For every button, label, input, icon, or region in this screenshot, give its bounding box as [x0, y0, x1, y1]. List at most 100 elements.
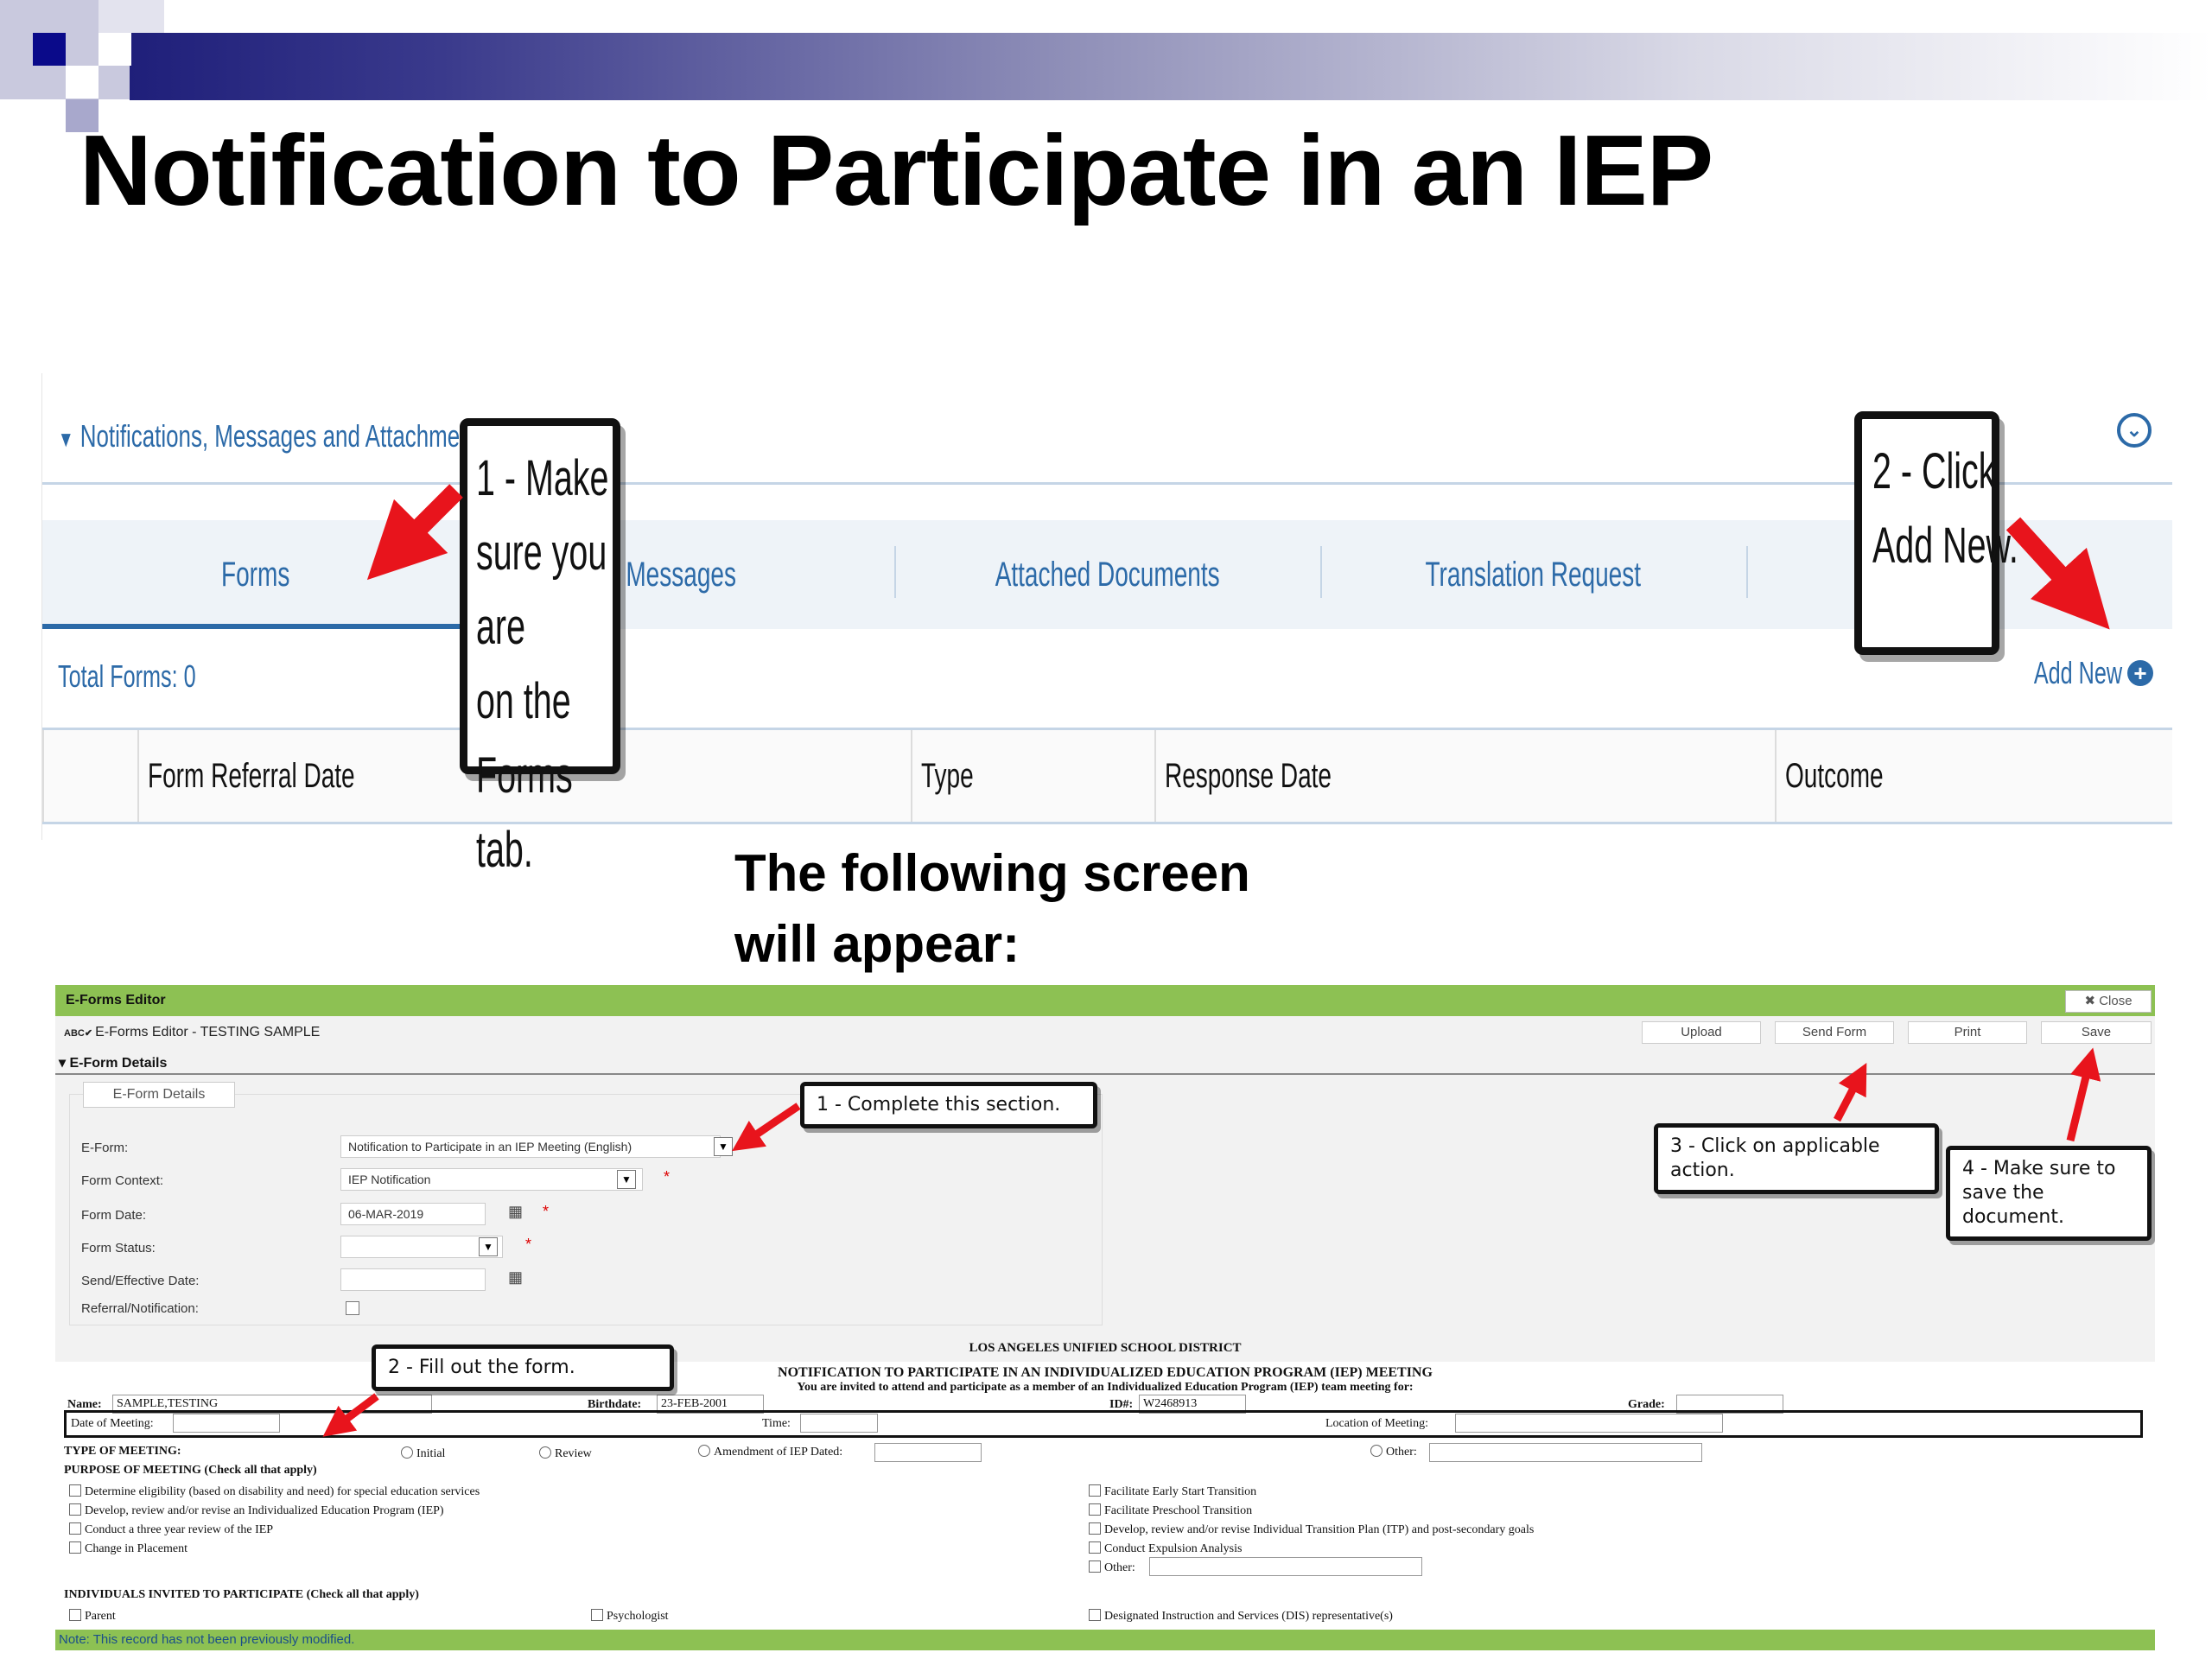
grade-field[interactable]	[1676, 1395, 1783, 1414]
location-field[interactable]	[1455, 1414, 1723, 1433]
decor-square	[33, 33, 66, 66]
invited-checkbox[interactable]: Parent	[69, 1609, 116, 1624]
document-title: NOTIFICATION TO PARTICIPATE IN AN INDIVI…	[778, 1365, 1433, 1380]
invited-checkbox[interactable]: Designated Instruction and Services (DIS…	[1089, 1609, 1393, 1624]
review-radio[interactable]: Review	[539, 1446, 592, 1461]
tab-eform-details[interactable]: E-Form Details	[83, 1082, 235, 1108]
purpose-checkbox[interactable]: Other:	[1089, 1560, 1135, 1575]
document-subtitle: You are invited to attend and participat…	[797, 1381, 1414, 1394]
date-of-meeting-field[interactable]	[173, 1414, 280, 1433]
purpose-label: PURPOSE OF MEETING (Check all that apply…	[64, 1464, 317, 1477]
purpose-checkbox[interactable]: Conduct a three year review of the IEP	[69, 1522, 273, 1537]
chevron-down-icon[interactable]: ⌄	[2117, 413, 2152, 448]
tab-translation-request[interactable]: Translation Request	[1320, 520, 1746, 629]
slide-title: Notification to Participate in an IEP	[79, 114, 1713, 226]
tab-bar: Forms Messages Attached Documents Transl…	[42, 520, 2172, 629]
add-new-button[interactable]: Add New +	[1996, 655, 2153, 691]
forms-panel-screenshot: ▼Notifications, Messages and Attachments…	[41, 373, 2172, 840]
time-label: Time:	[762, 1417, 791, 1430]
other-field[interactable]	[1429, 1443, 1702, 1462]
required-icon: *	[525, 1236, 532, 1253]
form-date-label: Form Date:	[81, 1208, 147, 1223]
column-header-response-date[interactable]: Response Date	[1154, 730, 1775, 822]
column-header-outcome[interactable]: Outcome	[1775, 730, 2173, 822]
purpose-other-field[interactable]	[1149, 1557, 1422, 1576]
send-date-label: Send/Effective Date:	[81, 1274, 200, 1288]
referral-label: Referral/Notification:	[81, 1301, 199, 1316]
form-status-label: Form Status:	[81, 1241, 156, 1255]
eform-details-panel	[69, 1094, 1103, 1325]
chevron-down-icon[interactable]: ▼	[479, 1237, 498, 1256]
purpose-checkbox[interactable]: Change in Placement	[69, 1541, 188, 1556]
decor-square	[66, 66, 99, 99]
column-header-form-referral-date[interactable]: Form Referral Date	[137, 730, 911, 822]
column-header-type[interactable]: Type	[911, 730, 1154, 822]
calendar-icon[interactable]: ▦	[508, 1203, 524, 1220]
spellcheck-icon: ABC✔	[64, 1028, 96, 1039]
decor-gradient-bar	[130, 33, 2212, 100]
column-header-select	[42, 730, 137, 822]
forms-table-header: Form Referral Date Type Response Date Ou…	[42, 728, 2172, 824]
add-new-label: Add New	[2033, 655, 2122, 690]
invited-checkbox[interactable]: Psychologist	[591, 1609, 669, 1624]
decor-square	[99, 0, 164, 33]
send-form-button[interactable]: Send Form	[1775, 1021, 1894, 1044]
purpose-checkbox[interactable]: Facilitate Early Start Transition	[1089, 1484, 1256, 1499]
plus-circle-icon: +	[2127, 660, 2153, 686]
section-header[interactable]: ▼Notifications, Messages and Attachments	[58, 418, 490, 454]
calendar-icon[interactable]: ▦	[508, 1268, 524, 1286]
tab-attached-documents[interactable]: Attached Documents	[894, 520, 1320, 629]
required-icon: *	[543, 1203, 550, 1220]
purpose-checkbox[interactable]: Develop, review and/or revise Individual…	[1089, 1522, 1534, 1537]
purpose-checkbox[interactable]: Conduct Expulsion Analysis	[1089, 1541, 1242, 1556]
birthdate-label: Birthdate:	[588, 1398, 642, 1411]
decor-square	[99, 33, 131, 66]
total-forms-count: Total Forms: 0	[58, 658, 196, 694]
date-of-meeting-label: Date of Meeting:	[71, 1417, 154, 1430]
eforms-header-title: E-Forms Editor	[66, 993, 166, 1007]
callout-save-document: 4 - Make sure to save the document.	[1946, 1146, 2152, 1241]
callout-complete-section: 1 - Complete this section.	[800, 1082, 1097, 1128]
close-button[interactable]: ✖ Close	[2065, 990, 2152, 1013]
save-button[interactable]: Save	[2041, 1021, 2152, 1044]
tab-empty	[1746, 520, 2172, 629]
form-context-label: Form Context:	[81, 1173, 164, 1188]
divider	[55, 1073, 2155, 1075]
callout-add-new: 2 - Click Add New.	[1854, 411, 2018, 655]
tab-forms[interactable]: Forms	[42, 520, 468, 629]
purpose-checkbox[interactable]: Facilitate Preschool Transition	[1089, 1503, 1252, 1518]
eforms-editor-screenshot: E-Forms Editor ✖ Close ABC✔ E-Forms Edit…	[55, 985, 2155, 1650]
form-date-input[interactable]: 06-MAR-2019	[340, 1203, 486, 1225]
amendment-date-field[interactable]	[874, 1443, 982, 1462]
invited-label: INDIVIDUALS INVITED TO PARTICIPATE (Chec…	[64, 1588, 419, 1601]
district-name: LOS ANGELES UNIFIED SCHOOL DISTRICT	[969, 1341, 1242, 1355]
other-radio[interactable]: Other:	[1370, 1445, 1417, 1459]
chevron-down-icon[interactable]: ▼	[714, 1137, 733, 1156]
eform-label: E-Form:	[81, 1141, 129, 1155]
callout-applicable-action: 3 - Click on applicable action.	[1654, 1123, 1939, 1194]
eform-select[interactable]: Notification to Participate in an IEP Me…	[340, 1135, 721, 1158]
print-button[interactable]: Print	[1908, 1021, 2027, 1044]
form-status-select[interactable]	[340, 1236, 503, 1258]
id-label: ID#:	[1109, 1398, 1134, 1411]
required-icon: *	[664, 1168, 671, 1185]
grade-label: Grade:	[1628, 1398, 1665, 1411]
chevron-down-icon[interactable]: ▼	[617, 1170, 636, 1189]
purpose-checkbox[interactable]: Develop, review and/or revise an Individ…	[69, 1503, 444, 1518]
amendment-radio[interactable]: Amendment of IEP Dated:	[698, 1445, 842, 1459]
send-date-input[interactable]	[340, 1268, 486, 1291]
birthdate-field[interactable]: 23-FEB-2001	[657, 1395, 764, 1414]
upload-button[interactable]: Upload	[1642, 1021, 1761, 1044]
referral-checkbox[interactable]	[346, 1301, 359, 1315]
section-title: Notifications, Messages and Attachments	[79, 418, 490, 454]
callout-forms-tab: 1 - Make sure you are on the Forms tab.	[460, 418, 620, 878]
eform-details-header[interactable]: ▾ E-Form Details	[59, 1056, 168, 1071]
collapse-triangle-icon: ▼	[58, 426, 74, 452]
close-icon: ✖	[2084, 994, 2100, 1008]
time-field[interactable]	[800, 1414, 878, 1433]
id-field[interactable]: W2468913	[1139, 1395, 1246, 1414]
form-context-select[interactable]: IEP Notification	[340, 1168, 643, 1191]
purpose-checkbox[interactable]: Determine eligibility (based on disabili…	[69, 1484, 480, 1499]
initial-radio[interactable]: Initial	[401, 1446, 445, 1461]
name-label: Name:	[67, 1398, 102, 1411]
